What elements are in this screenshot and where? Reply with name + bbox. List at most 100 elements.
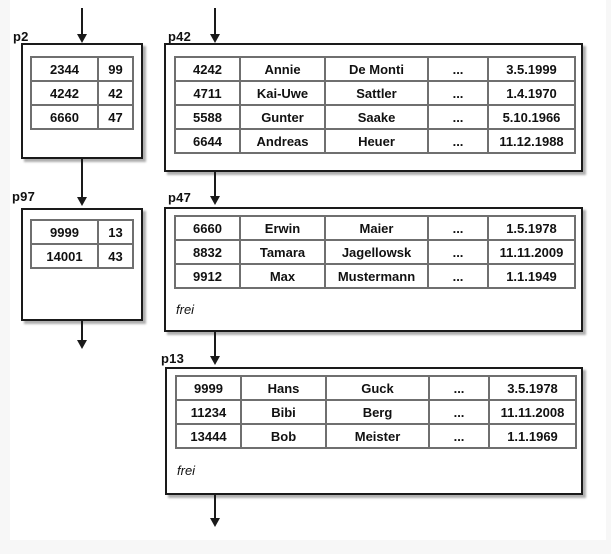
- table-cell: 43: [97, 243, 134, 269]
- arrow-line: [214, 8, 216, 34]
- table-cell: Maier: [324, 215, 429, 241]
- table-cell: Kai-Uwe: [239, 80, 326, 106]
- free-space-label-p47: frei: [176, 302, 195, 317]
- arrow-p13-down: [210, 495, 220, 527]
- table-cell: ...: [428, 375, 490, 401]
- table-cell: 6660: [30, 104, 99, 130]
- table-cell: 11.11.2009: [487, 239, 576, 265]
- arrow-line: [81, 159, 83, 197]
- table-cell: Max: [239, 263, 326, 289]
- arrow-line: [81, 321, 83, 340]
- table-cell: ...: [427, 80, 489, 106]
- table-cell: 4242: [174, 56, 241, 82]
- arrow-head-icon: [77, 197, 87, 206]
- table-cell: ...: [427, 239, 489, 265]
- table-cell: 6644: [174, 128, 241, 154]
- table-cell: Gunter: [239, 104, 326, 130]
- page-label-p2: p2: [13, 29, 29, 44]
- table-cell: 1.1.1949: [487, 263, 576, 289]
- table-cell: 5588: [174, 104, 241, 130]
- page-label-p42: p42: [168, 29, 192, 44]
- table-cell: Andreas: [239, 128, 326, 154]
- table-cell: Bob: [240, 423, 327, 449]
- table-cell: Tamara: [239, 239, 326, 265]
- table-cell: Meister: [325, 423, 430, 449]
- table-cell: 1.5.1978: [487, 215, 576, 241]
- table-cell: 8832: [174, 239, 241, 265]
- table-cell: Erwin: [239, 215, 326, 241]
- arrow-into-p42: [210, 8, 220, 43]
- table-cell: 9999: [175, 375, 242, 401]
- table-cell: 1.1.1969: [488, 423, 577, 449]
- table-cell: Mustermann: [324, 263, 429, 289]
- arrow-head-icon: [210, 518, 220, 527]
- arrow-p47-to-p13: [210, 332, 220, 365]
- free-space-label-p13: frei: [177, 463, 196, 478]
- table-cell: ...: [428, 399, 490, 425]
- arrow-line: [214, 495, 216, 518]
- table-cell: 4242: [30, 80, 99, 106]
- arrow-p97-down: [77, 321, 87, 349]
- table-cell: Berg: [325, 399, 430, 425]
- table-cell: 5.10.1966: [487, 104, 576, 130]
- arrow-line: [214, 332, 216, 356]
- table-cell: ...: [427, 215, 489, 241]
- table-cell: 1.4.1970: [487, 80, 576, 106]
- table-cell: 3.5.1978: [488, 375, 577, 401]
- table-cell: ...: [427, 56, 489, 82]
- table-cell: ...: [427, 263, 489, 289]
- table-cell: Hans: [240, 375, 327, 401]
- table-cell: ...: [427, 128, 489, 154]
- page-label-p13: p13: [161, 351, 185, 366]
- table-cell: Bibi: [240, 399, 327, 425]
- page-label-p97: p97: [12, 189, 36, 204]
- table-cell: Jagellowsk: [324, 239, 429, 265]
- table-cell: ...: [428, 423, 490, 449]
- table-cell: Guck: [325, 375, 430, 401]
- table-cell: 9912: [174, 263, 241, 289]
- page-label-p47: p47: [168, 190, 192, 205]
- table-cell: 2344: [30, 56, 99, 82]
- table-cell: 11234: [175, 399, 242, 425]
- arrow-into-p2: [77, 8, 87, 43]
- table-cell: 99: [97, 56, 134, 82]
- table-cell: Sattler: [324, 80, 429, 106]
- table-cell: 11.11.2008: [488, 399, 577, 425]
- table-cell: Annie: [239, 56, 326, 82]
- table-cell: 13444: [175, 423, 242, 449]
- table-cell: 13: [97, 219, 134, 245]
- arrow-line: [81, 8, 83, 34]
- table-cell: De Monti: [324, 56, 429, 82]
- arrow-line: [214, 172, 216, 196]
- arrow-head-icon: [77, 340, 87, 349]
- arrow-head-icon: [210, 34, 220, 43]
- arrow-head-icon: [210, 356, 220, 365]
- table-cell: Heuer: [324, 128, 429, 154]
- table-cell: 4711: [174, 80, 241, 106]
- table-cell: 42: [97, 80, 134, 106]
- arrow-p2-to-p97: [77, 159, 87, 206]
- arrow-head-icon: [77, 34, 87, 43]
